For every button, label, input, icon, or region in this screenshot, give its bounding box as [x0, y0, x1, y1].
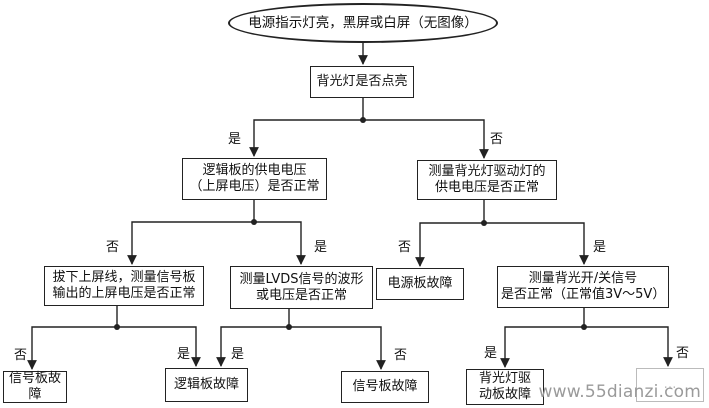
no-label: 否 [490, 132, 504, 147]
backlight-driver-fault-box: 背光灯驱 动板故障 [466, 369, 544, 405]
yes-label: 是 [314, 240, 328, 255]
junction-dot [286, 324, 292, 330]
power-board-fault-box: 电源板故障 [376, 268, 464, 300]
no-label: 否 [14, 348, 28, 363]
edge-driver-psu [415, 222, 484, 267]
start-node: 电源指示灯亮，黑屏或白屏（无图像） [228, 3, 498, 43]
yes-label: 是 [228, 132, 242, 147]
signal-board-fault-box-1: 信号板故障 [3, 371, 67, 403]
junction-dot [481, 220, 487, 226]
edge-logic-lvds [254, 221, 306, 265]
no-label: 否 [106, 240, 120, 255]
unplug-measure-box: 拔下上屏线，测量信号板 输出的上屏电压是否正常 [44, 266, 204, 306]
edge-logic-unplug [127, 221, 254, 265]
edge-split-driver [363, 119, 489, 159]
junction-dot [114, 324, 120, 330]
yes-label: 是 [231, 347, 245, 362]
yes-label: 是 [484, 346, 498, 361]
edge-switch-last [584, 326, 673, 367]
edge-driver-switch [484, 222, 589, 265]
backlight-check-box: 背光灯是否点亮 [310, 66, 414, 98]
logic-board-fault-box: 逻辑板故障 [165, 368, 248, 402]
watermark: www.55dianzi.com [538, 382, 701, 402]
edge-lvds-logicfault [216, 326, 289, 367]
junction-dot [251, 219, 257, 225]
junction-dot [581, 324, 587, 330]
lvds-measure-box: 测量LVDS信号的波形 或电压是否正常 [230, 266, 373, 309]
edge-unplug-logicfault [117, 326, 201, 367]
edge-switch-driverfault [500, 326, 584, 368]
no-label: 否 [394, 348, 408, 363]
final-fault-box: … [636, 368, 704, 402]
junction-dot [360, 117, 366, 123]
signal-board-fault-box-2: 信号板故障 [341, 371, 429, 403]
yes-label: 是 [177, 347, 191, 362]
no-label: 否 [398, 240, 412, 255]
backlight-switch-signal-box: 测量背光开/关信号 是否正常（正常值3V～5V） [497, 266, 669, 308]
no-label: 否 [676, 346, 690, 361]
logic-board-voltage-box: 逻辑板的供电电压 （上屏电压）是否正常 [182, 158, 327, 200]
edge-lvds-signal2 [289, 326, 386, 370]
edge-unplug-signal1 [27, 326, 117, 370]
yes-label: 是 [593, 240, 607, 255]
backlight-driver-voltage-box: 测量背光灯驱动灯的 供电电压是否正常 [417, 160, 557, 200]
edge-split-logic [249, 119, 363, 157]
